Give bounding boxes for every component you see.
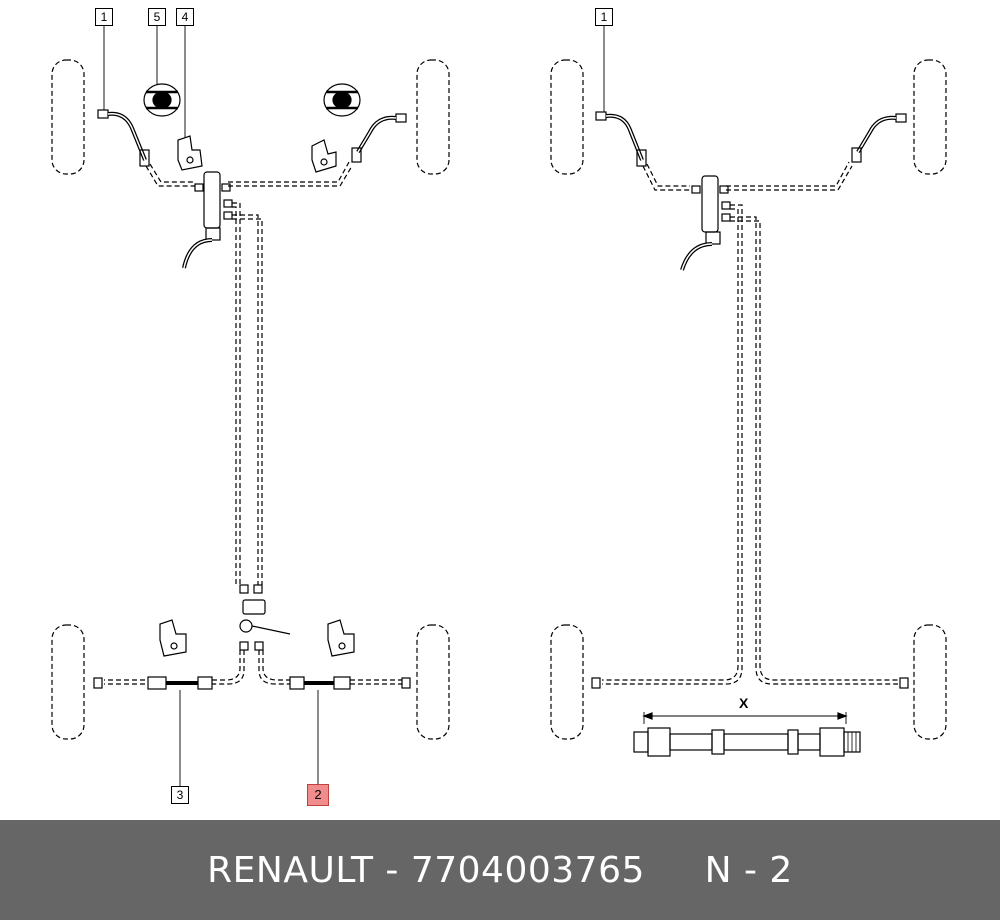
left-grommet-left — [143, 83, 181, 117]
left-rear-hoses — [93, 676, 411, 690]
left-rear-lines — [104, 650, 402, 685]
left-master-cylinder — [182, 171, 233, 269]
right-master-cylinder — [680, 175, 731, 271]
left-rear-right-wheel — [416, 624, 450, 740]
callout-left-5: 5 — [148, 8, 166, 26]
left-leader-lines — [103, 26, 319, 786]
right-front-left-wheel — [550, 59, 584, 175]
dimension-x-label: X — [739, 695, 749, 711]
left-bracket-rear-left — [159, 619, 187, 657]
left-front-lines — [145, 161, 353, 187]
brake-line-diagram — [51, 26, 947, 786]
right-front-hose-right — [851, 113, 907, 163]
footer-diagram-ref: N - 2 — [704, 849, 793, 891]
footer-text: RENAULT - 7704003765 N - 2 — [207, 850, 793, 891]
footer-separator: - — [373, 849, 411, 891]
left-bracket-rear-right — [327, 619, 355, 657]
right-rear-right-wheel — [913, 624, 947, 740]
right-main-lines — [602, 204, 898, 685]
right-front-lines — [642, 161, 853, 191]
callout-left-3: 3 — [171, 786, 189, 804]
footer-brand: RENAULT — [207, 849, 374, 891]
footer-gap — [645, 850, 705, 891]
left-grommet-right — [323, 83, 361, 117]
hose-detail — [633, 712, 861, 757]
left-main-lines — [232, 202, 263, 585]
left-front-right-wheel — [416, 59, 450, 175]
right-rear-left-wheel — [550, 624, 584, 740]
callout-left-2-highlighted: 2 — [307, 784, 329, 806]
left-bracket-front-left — [177, 135, 203, 171]
right-front-right-wheel — [913, 59, 947, 175]
callout-left-4: 4 — [176, 8, 194, 26]
left-front-left-wheel — [51, 59, 85, 175]
left-rear-compensator — [239, 584, 291, 651]
right-rear-fittings — [591, 677, 909, 689]
callout-right-1: 1 — [595, 8, 613, 26]
right-front-hose-left — [595, 111, 647, 167]
footer-bar: RENAULT - 7704003765 N - 2 — [0, 820, 1000, 920]
left-front-hose-left — [97, 109, 150, 167]
left-rear-left-wheel — [51, 624, 85, 740]
footer-part-number: 7704003765 — [410, 849, 645, 891]
left-bracket-front-right — [311, 139, 337, 173]
callout-left-1: 1 — [95, 8, 113, 26]
left-front-hose-right — [351, 113, 407, 163]
